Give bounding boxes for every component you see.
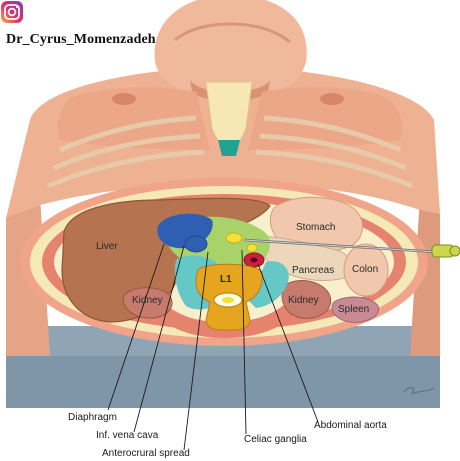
label-kidney-left: Kidney [132,295,163,306]
label-liver: Liver [96,241,118,252]
artist-signature [403,387,435,396]
spinal-cord [222,297,234,303]
table-shadow [6,356,440,408]
callout-lines [107,243,319,451]
spleen-shape [331,296,380,323]
brow-line [174,22,291,44]
aorta-lumen [250,257,258,263]
ribs [47,115,413,189]
label-colon: Colon [352,264,378,275]
xiphoid-marker [218,140,240,156]
celiac-ganglion-right [246,243,258,253]
label-vertebra: L1 [220,274,232,285]
label-stomach: Stomach [296,222,335,233]
label-pancreas: Pancreas [292,265,334,276]
nipple-right [320,93,344,105]
paraspinal-muscles [150,300,300,338]
head [154,0,307,96]
callout-ivc: Inf. vena cava [96,430,159,441]
instagram-icon [1,1,23,23]
celiac-ganglion-left [225,232,243,244]
needle-cap [449,245,460,257]
callout-aorta: Abdominal aorta [314,420,387,431]
label-kidney-right: Kidney [288,295,319,306]
kidney-right-shape [281,280,332,319]
callout-anterocrural: Anterocrural spread [102,448,190,459]
needle-highlight [243,239,439,253]
label-spleen: Spleen [338,304,369,315]
nipple-left [112,93,136,105]
callout-celiac: Celiac ganglia [244,434,307,445]
kidney-left-shape [122,287,173,319]
watermark-handle: Dr_Cyrus_Momenzadeh [6,32,156,47]
paravertebral-zone-right [248,261,289,308]
ivc-inner [184,235,208,253]
colon-shape [343,243,389,297]
callout-diaphragm: Diaphragm [68,412,117,423]
